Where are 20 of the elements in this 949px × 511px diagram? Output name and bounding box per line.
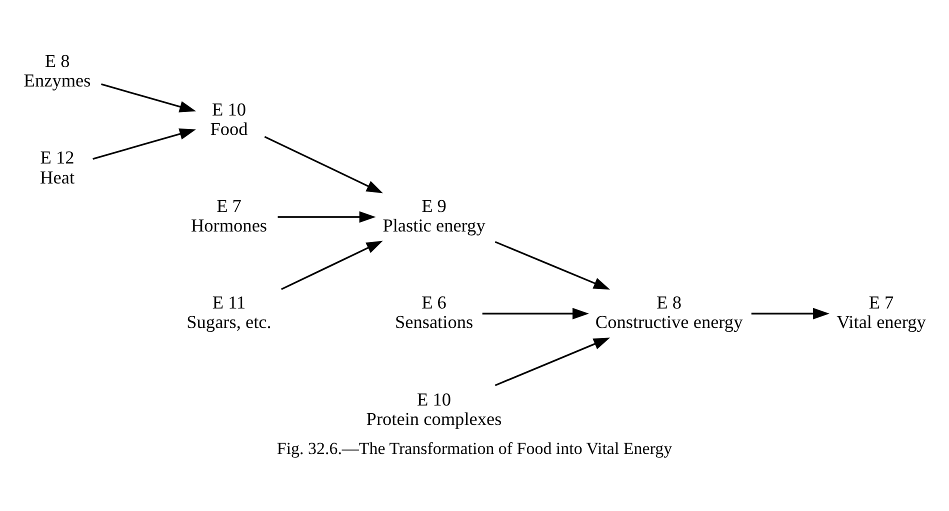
node-text: E 10 Protein complexes xyxy=(366,389,502,429)
arrow xyxy=(281,240,383,290)
arrow xyxy=(278,211,376,223)
node-text: E 8 Enzymes xyxy=(24,51,91,91)
node-text: E 10 Food xyxy=(210,99,248,139)
caption: Fig. 32.6.—The Transformation of Food into Vital Energy xyxy=(276,438,672,458)
node-text: E 7 Hormones xyxy=(190,196,268,236)
node-text: E 11 Sugars, etc. xyxy=(186,292,272,332)
node-text: E 6 Sensations xyxy=(394,292,474,332)
arrow xyxy=(482,308,589,320)
arrow xyxy=(264,136,383,194)
node-text: E 8 Constructive energy xyxy=(595,292,743,332)
arrow xyxy=(494,241,610,290)
arrow xyxy=(494,338,610,386)
node-text: E 12 Heat xyxy=(40,148,75,188)
arrow xyxy=(751,308,830,320)
arrow xyxy=(92,128,196,160)
node-text: E 7 Vital energy xyxy=(836,292,926,332)
arrow xyxy=(101,83,196,112)
node-text: E 9 Plastic energy xyxy=(382,196,486,236)
